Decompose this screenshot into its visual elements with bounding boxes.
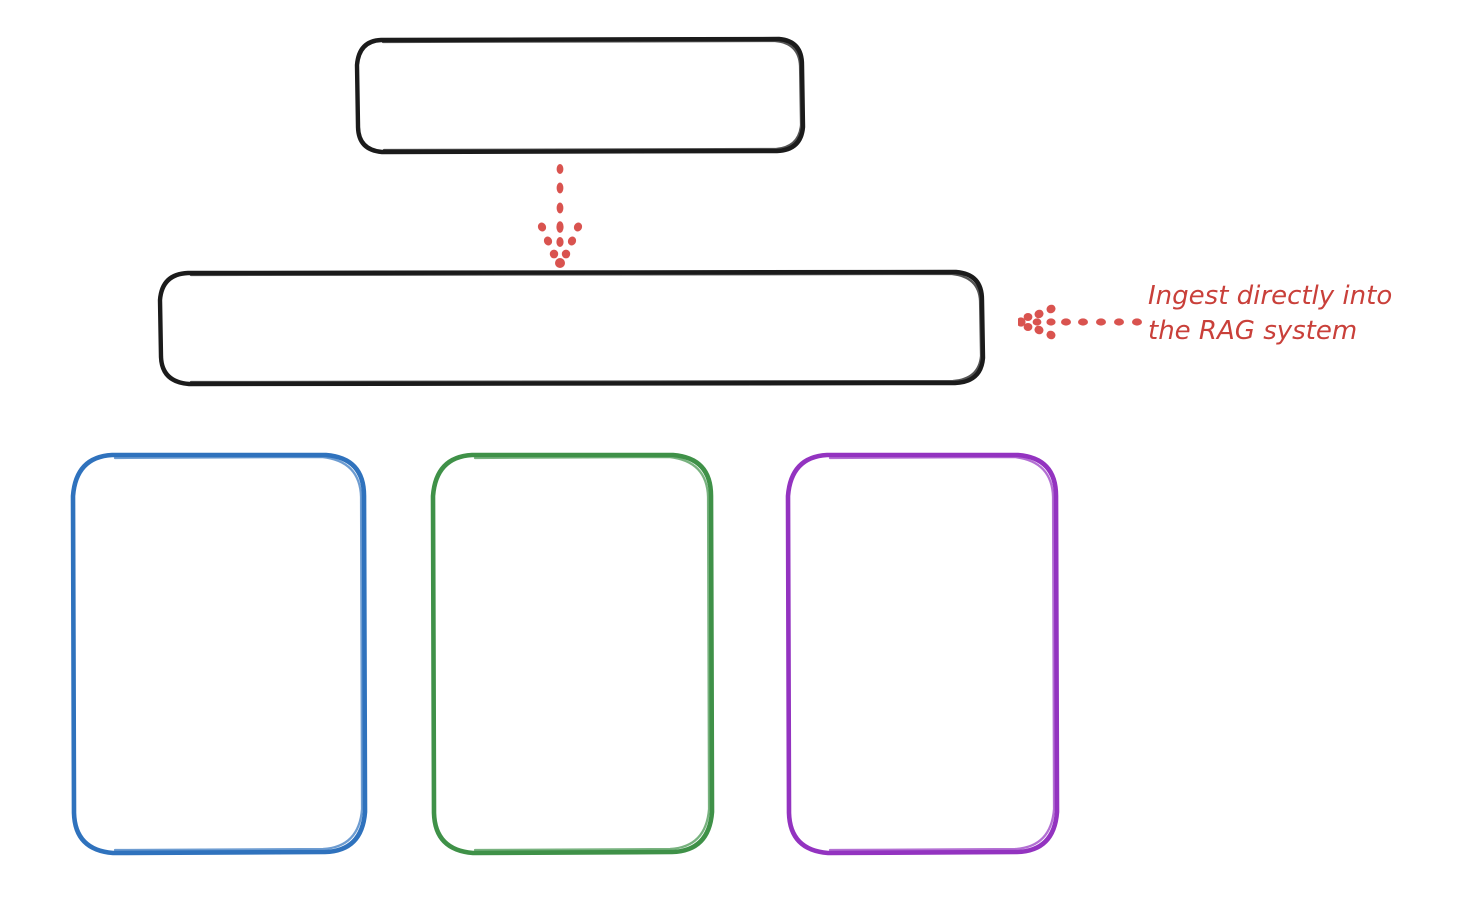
node-rag-tool-label: RAG Tool [510, 312, 633, 344]
connector-agent-to-rag-tool-icon [537, 164, 583, 268]
node-agent-label: AGENT [523, 79, 637, 111]
node-key-value-io-index-label: KeyValueIndex [479, 706, 666, 736]
node-rag-tool[interactable]: RAG Tool [157, 269, 986, 387]
node-relational-io[interactable]: RelationalIO (insert_sql, query_sql) SQL… [785, 452, 1060, 856]
node-key-value-io[interactable]: KeyValueIO (set_key, delete_key, get) Ke… [430, 452, 715, 856]
node-vector-io-index-label: VectorIndex [143, 723, 295, 753]
node-vector-io-label: VectorIO (insert_chunks, delete_chunks, … [122, 553, 316, 682]
node-relational-io-label: RelationalIO (insert_sql, query_sql) [845, 570, 1000, 665]
node-relational-io-index-label: SQLTable [866, 706, 979, 736]
connector-ingest-note-to-rag-tool-icon [1018, 304, 1142, 340]
node-key-value-io-label: KeyValueIO (set_key, delete_key, get) [469, 570, 676, 665]
node-vector-io[interactable]: VectorIO (insert_chunks, delete_chunks, … [70, 452, 368, 856]
annotation-ingest-note: Ingest directly into the RAG system [1148, 281, 1393, 347]
node-agent[interactable]: AGENT [354, 36, 806, 155]
